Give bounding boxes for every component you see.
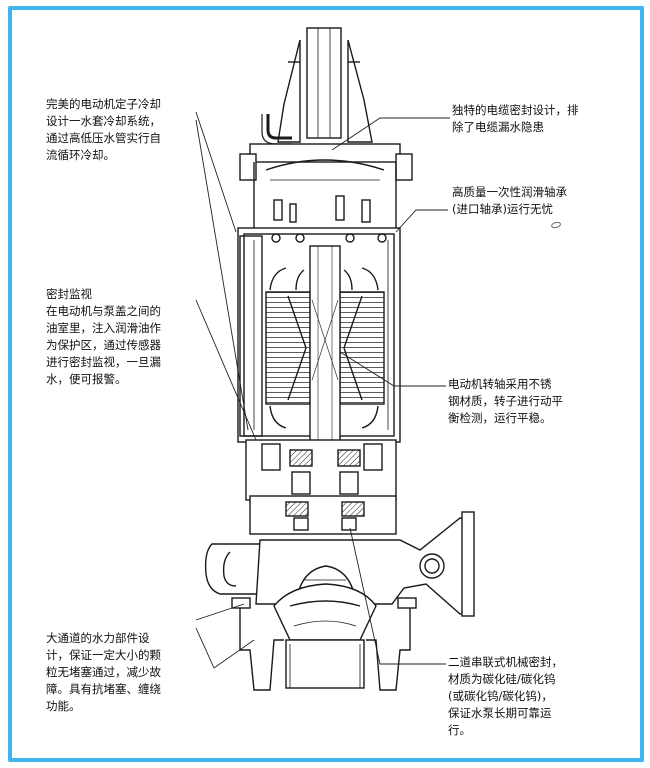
oil-chamber [245,439,397,501]
annotation-mechanical-seal: 二道串联式机械密封， 材质为碳化硅/碳化钨 (或碳化钨/碳化钨)， 保证水泵长期… [448,654,563,739]
stator-cooling-line-4: 流循环冷却。 [46,148,115,162]
annotation-bearing: 高质量一次性润滑轴承 (进口轴承)运行无忧 [452,184,567,218]
hydraulic-line-2: 计，保证一定大小的颗 [46,648,161,662]
annotation-cable-seal: 独特的电缆密封设计，排 除了电缆漏水隐患 [452,102,579,136]
shaft-line-1: 电动机转轴采用不锈 [448,377,552,391]
hydraulic-line-3: 粒无堵塞通过，减少故 [46,665,161,679]
mech-seal-line-4: 保证水泵长期可靠运 [448,706,552,720]
annotation-seal-monitor: 密封监视 在电动机与泵盖之间的 油室里，注入润滑油作 为保护区，通过传感器 进行… [46,286,161,388]
annotation-hydraulic: 大通道的水力部件设 计，保证一定大小的颗 粒无堵塞通过，减少故 障。具有抗堵塞、… [46,630,161,715]
cable-seal-line-1: 独特的电缆密封设计，排 [452,103,579,117]
bearing-line-1: 高质量一次性润滑轴承 [452,185,567,199]
shaft-line-2: 钢材质，转子进行动平 [448,394,563,408]
stator-cooling-line-1: 完美的电动机定子冷却 [46,97,161,111]
seal-monitor-line-1: 在电动机与泵盖之间的 [46,304,161,318]
impeller [273,583,377,641]
hydraulic-line-1: 大通道的水力部件设 [46,631,150,645]
seal-monitor-line-5: 水，便可报警。 [46,372,127,386]
stator-windings [265,267,385,429]
mech-seal-line-1: 二道串联式机械密封， [448,655,563,669]
shaft-line-3: 衡检测，运行平稳。 [448,411,552,425]
seal-monitor-line-4: 进行密封监视，一旦漏 [46,355,161,369]
mech-seal-line-3: (或碳化钨/碳化钨)， [448,689,553,703]
leader-lines [195,111,450,669]
seal-monitor-title: 密封监视 [46,287,92,301]
hydraulic-line-4: 障。具有抗堵塞、缠绕 [46,682,161,696]
seal-monitor-line-2: 油室里，注入润滑油作 [46,321,161,335]
mech-seal-line-2: 材质为碳化硅/碳化钨 [448,672,556,686]
cable-seal-line-2: 除了电缆漏水隐患 [452,120,544,134]
top-cover [239,143,413,231]
seal-monitor-line-3: 为保护区，通过传感器 [46,338,161,352]
page-frame [8,6,644,762]
annotation-stator-cooling: 完美的电动机定子冷却 设计一水套冷却系统， 通过高低压水管实行自 流循环冷却。 [46,96,161,164]
stator-cooling-line-3: 通过高低压水管实行自 [46,131,161,145]
mechanical-seal [249,495,397,535]
mech-seal-line-5: 行。 [448,723,471,737]
hydraulic-line-5: 功能。 [46,699,81,713]
stator-cooling-line-2: 设计一水套冷却系统， [46,114,161,128]
cable-pipe [266,114,292,140]
annotation-shaft: 电动机转轴采用不锈 钢材质，转子进行动平 衡检测，运行平稳。 [448,376,563,427]
suction-base [231,597,417,691]
bearing-line-2: (进口轴承)运行无忧 [452,202,553,216]
lifting-pipe [277,27,373,143]
